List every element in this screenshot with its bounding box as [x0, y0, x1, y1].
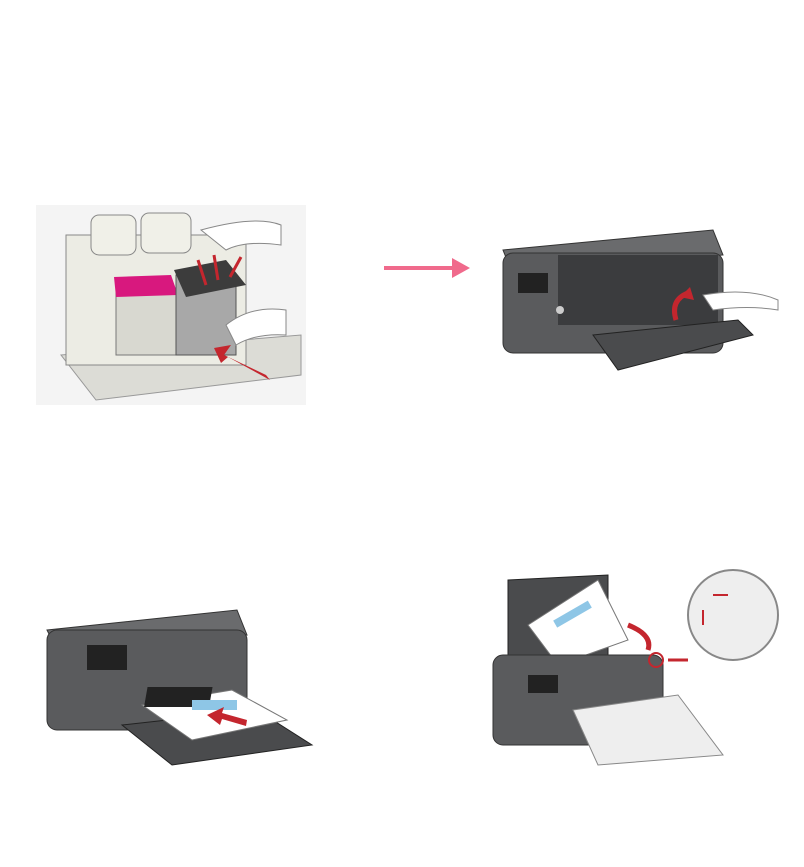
print-alignment-page-illustration [46, 609, 314, 766]
arrow-right-icon [384, 258, 470, 278]
scan-alignment-page-illustration [492, 569, 779, 766]
close-printer-door-illustration [502, 229, 779, 371]
cartridge-insert-illustration [36, 205, 306, 405]
